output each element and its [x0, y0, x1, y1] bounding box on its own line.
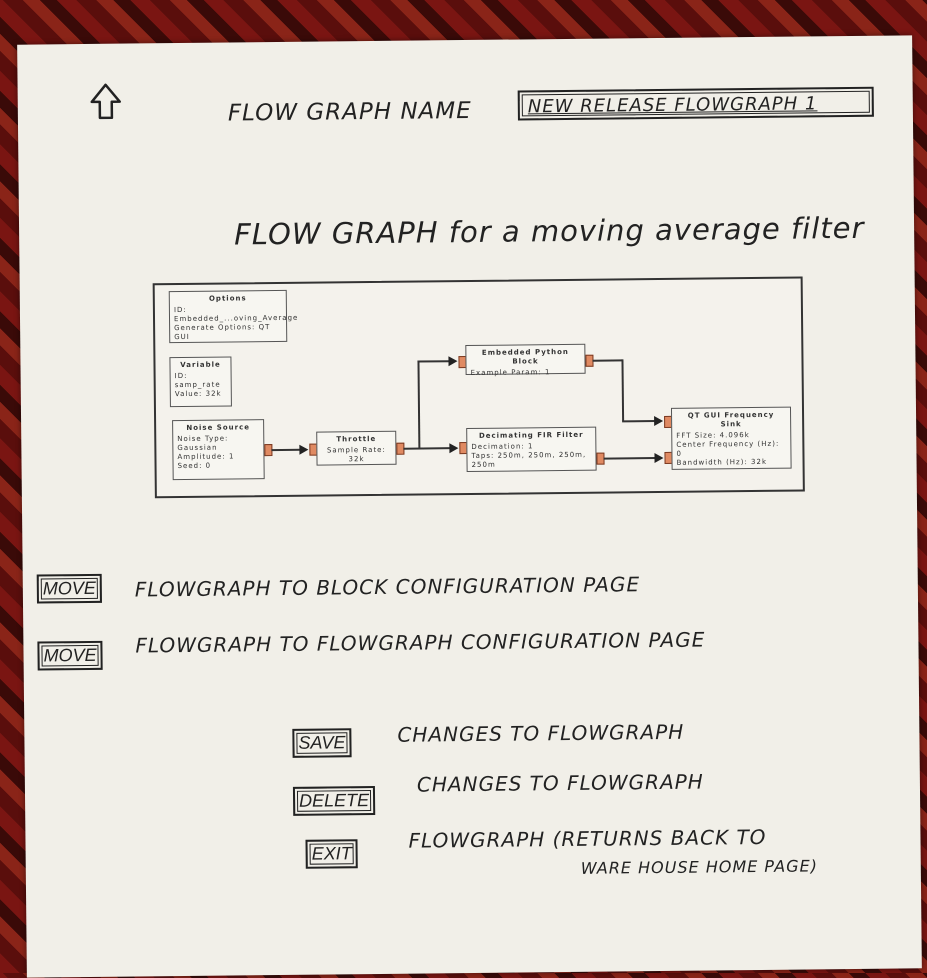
throttle-block-line: Sample Rate: 32k: [326, 445, 386, 464]
freq-sink-block-title: QT GUI Frequency Sink: [687, 410, 775, 429]
variable-block-line: ID: samp_rate: [174, 371, 221, 390]
home-up-arrow-icon[interactable]: [88, 82, 124, 122]
wire: [603, 457, 656, 460]
wire: [622, 420, 657, 423]
flowgraph-name-input[interactable]: NEW RELEASE FLOWGRAPH 1: [517, 86, 874, 121]
qt-gui-frequency-sink-block[interactable]: QT GUI Frequency Sink FFT Size: 4.096k C…: [670, 406, 792, 470]
options-block-title: Options: [208, 294, 247, 303]
options-block[interactable]: Options ID: Embedded_...oving_Average Ge…: [168, 289, 299, 344]
exit-flowgraph-text-line2: WARE HOUSE HOME PAGE): [580, 856, 819, 878]
decimating-fir-filter-block[interactable]: Decimating FIR Filter Decimation: 1 Taps…: [466, 426, 597, 473]
wire: [417, 360, 450, 363]
delete-changes-text: CHANGES TO FLOWGRAPH: [416, 769, 704, 797]
options-block-line: ID: Embedded_...oving_Average: [173, 305, 299, 324]
move-to-block-config-text: FLOWGRAPH TO BLOCK CONFIGURATION PAGE: [134, 572, 641, 602]
save-button[interactable]: SAVE: [292, 728, 352, 758]
wire-arrow-icon: [654, 452, 664, 464]
save-changes-text: CHANGES TO FLOWGRAPH: [397, 719, 685, 747]
wire: [621, 359, 625, 422]
move-to-flowgraph-config-button[interactable]: MOVE: [37, 640, 103, 671]
wire-arrow-icon: [299, 444, 309, 455]
wire: [403, 447, 452, 450]
noise-source-block-line: Seed: 0: [177, 461, 212, 471]
exit-button[interactable]: EXIT: [305, 839, 358, 869]
throttle-block-title: Throttle: [336, 434, 377, 444]
fir-filter-block-title: Decimating FIR Filter: [478, 430, 584, 440]
wire-arrow-icon: [448, 356, 458, 367]
wire-arrow-icon: [449, 443, 459, 454]
exit-flowgraph-text-line1: FLOWGRAPH (RETURNS BACK TO: [408, 824, 767, 853]
wire: [417, 360, 421, 449]
move-to-flowgraph-config-text: FLOWGRAPH TO FLOWGRAPH CONFIGURATION PAG…: [135, 627, 706, 658]
delete-button[interactable]: DELETE: [292, 786, 376, 816]
flowgraph-diagram[interactable]: Options ID: Embedded_...oving_Average Ge…: [152, 276, 805, 499]
noise-source-block-line: Noise Type: Gaussian: [177, 434, 229, 453]
python-block-title: Embedded Python Block: [481, 347, 569, 366]
python-block-line: Example Param: 1: [470, 368, 551, 377]
wire: [592, 359, 623, 362]
noise-source-block-title: Noise Source: [186, 423, 250, 432]
options-block-line: Generate Options: QT GUI: [174, 323, 271, 342]
flowgraph-name-label: FLOW GRAPH NAME: [227, 97, 472, 127]
move-to-block-config-button[interactable]: MOVE: [36, 573, 103, 604]
wire-arrow-icon: [654, 415, 664, 427]
sketch-page: FLOW GRAPH NAME NEW RELEASE FLOWGRAPH 1 …: [17, 35, 922, 978]
variable-block[interactable]: Variable ID: samp_rate Value: 32k: [169, 356, 232, 408]
variable-block-line: Value: 32k: [174, 389, 222, 399]
freq-sink-block-line: Bandwidth (Hz): 32k: [676, 457, 768, 467]
freq-sink-block-line: Center Frequency (Hz): 0: [676, 439, 780, 458]
fir-filter-block-line: Taps: 250m, 250m, 250m, 250m: [471, 450, 587, 469]
variable-block-title: Variable: [180, 360, 221, 370]
noise-source-block[interactable]: Noise Source Noise Type: Gaussian Amplit…: [172, 419, 265, 481]
wire: [271, 448, 302, 452]
flowgraph-title: FLOW GRAPH for a moving average filter: [233, 210, 865, 252]
throttle-block[interactable]: Throttle Sample Rate: 32k: [316, 430, 397, 466]
embedded-python-block[interactable]: Embedded Python Block Example Param: 1: [465, 343, 586, 377]
